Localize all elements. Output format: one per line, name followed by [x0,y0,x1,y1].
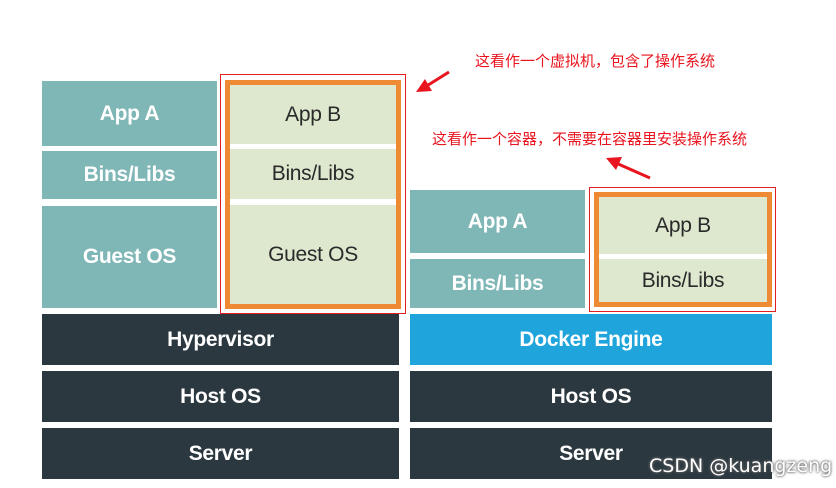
vm-highlight-frame [220,74,406,314]
vm-app-b-label: App B [285,102,341,126]
docker-app-b-label: App B [655,213,711,237]
vm-guest-os-b-label: Guest OS [268,242,358,266]
vm-app-a-label: App A [99,101,160,125]
vm-bins-b-block: Bins/Libs [230,149,396,199]
docker-server-layer: Server [410,428,772,479]
vm-app-a-block: App A [42,81,217,146]
vm-bins-a-label: Bins/Libs [83,163,176,186]
hypervisor-layer: Hypervisor [42,314,399,365]
container-highlight-frame [589,187,776,312]
vm-bins-a-block: Bins/Libs [42,151,217,199]
docker-engine-label: Docker Engine [519,327,663,351]
container-arrow-icon [606,157,651,180]
vm-bins-b-label: Bins/Libs [271,162,355,185]
vm-server-label: Server [188,441,253,465]
docker-server-label: Server [559,441,623,465]
docker-bins-a-block: Bins/Libs [410,259,585,308]
docker-bins-b-label: Bins/Libs [641,268,725,292]
docker-engine-layer: Docker Engine [410,314,772,365]
docker-bins-a-label: Bins/Libs [451,271,544,295]
docker-app-b-block: App B [599,197,767,254]
csdn-watermark: CSDN @kuangzeng [649,455,833,477]
vm-arrow-icon [416,70,450,92]
vm-b-orange-frame [225,80,401,309]
hypervisor-label: Hypervisor [167,327,274,351]
vm-host-os-label: Host OS [180,384,261,408]
container-annotation: 这看作一个容器，不需要在容器里安装操作系统 [432,130,748,148]
vm-guest-os-b-block: Guest OS [230,205,396,304]
vm-server-layer: Server [42,428,399,479]
vm-guest-os-a-label: Guest OS [82,245,177,268]
docker-b-orange-frame [594,192,772,307]
docker-app-a-block: App A [410,190,585,253]
docker-app-a-label: App A [467,209,528,233]
vm-annotation: 这看作一个虚拟机，包含了操作系统 [475,52,716,70]
vm-host-os-layer: Host OS [42,371,399,422]
docker-host-os-label: Host OS [550,384,632,408]
vm-app-b-block: App B [230,85,396,144]
docker-host-os-layer: Host OS [410,371,772,422]
vm-guest-os-a-block: Guest OS [42,206,217,308]
docker-bins-b-block: Bins/Libs [599,259,767,302]
